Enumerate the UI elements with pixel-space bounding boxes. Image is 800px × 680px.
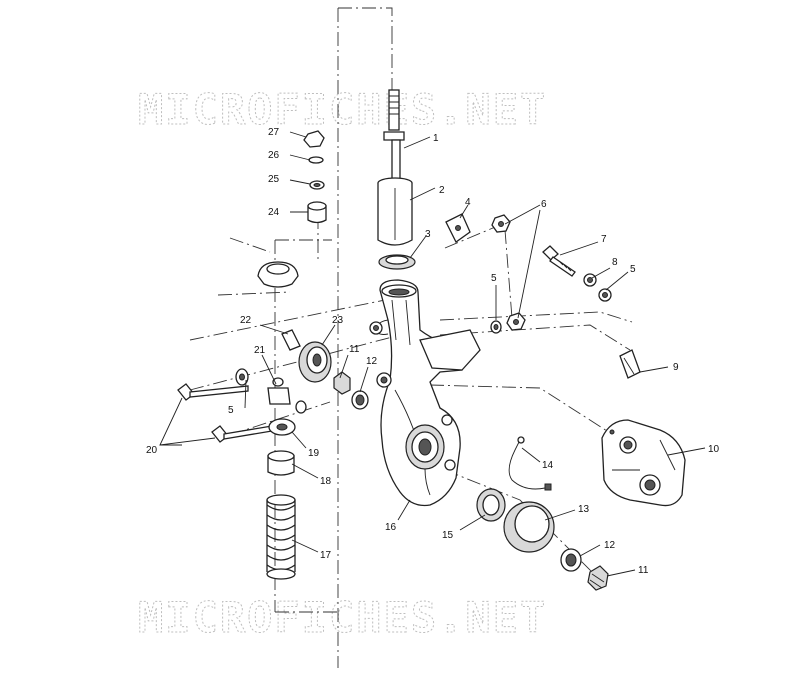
label-14: 14: [542, 460, 554, 471]
part-22-stud: [281, 329, 301, 351]
label-7: 7: [601, 234, 607, 245]
part-16-steering-knuckle: [369, 279, 481, 507]
spring-upper-seat: [257, 261, 299, 288]
part-21-nut: [267, 377, 307, 414]
label-23: 23: [332, 315, 344, 326]
part-labels: 1 2 3 4 5 6 7 8 5 9 10 11 12 13 14 15 16…: [146, 127, 720, 576]
part-12-bearing-right: [560, 548, 582, 572]
label-20: 20: [146, 445, 158, 456]
label-10: 10: [708, 444, 720, 455]
label-12b: 12: [604, 540, 616, 551]
part-17-spring: [266, 494, 296, 580]
part-18-bushing: [267, 450, 295, 476]
part-14-sensor-wire: [508, 436, 552, 491]
watermark-top: MICROFICHES.NET: [138, 85, 547, 134]
part-8-lock-washer: [583, 273, 597, 287]
label-8: 8: [612, 257, 618, 268]
label-17: 17: [320, 550, 332, 561]
part-25-washer: [309, 180, 325, 190]
part-3-seal-ring: [378, 254, 416, 270]
part-12-bearing-left: [351, 390, 369, 410]
label-15: 15: [442, 530, 454, 541]
part-7-bolt: [542, 245, 576, 277]
label-3: 3: [425, 229, 431, 240]
label-2: 2: [439, 185, 445, 196]
part-15-seal: [476, 488, 506, 522]
label-21: 21: [254, 345, 266, 356]
label-16: 16: [385, 522, 397, 533]
label-22: 22: [240, 315, 252, 326]
part-11-nut-left: [333, 371, 351, 395]
label-5a: 5: [491, 273, 497, 284]
label-9: 9: [673, 362, 679, 373]
label-11a: 11: [349, 344, 360, 355]
part-24-bushing: [307, 201, 327, 224]
part-2-strut-tube: [377, 177, 413, 246]
label-13: 13: [578, 504, 590, 515]
part-26-washer: [308, 156, 324, 164]
label-12a: 12: [366, 356, 378, 367]
label-11b: 11: [638, 565, 649, 576]
part-9-brake-pad: [619, 349, 641, 379]
label-6: 6: [541, 199, 547, 210]
part-11-nut-right: [587, 565, 609, 591]
label-4: 4: [465, 197, 471, 208]
label-5b: 5: [630, 264, 636, 275]
label-19: 19: [308, 448, 320, 459]
label-1: 1: [433, 133, 439, 144]
part-23-bearing: [298, 341, 332, 383]
label-26: 26: [268, 150, 280, 161]
part-19-nut: [268, 418, 296, 436]
label-27: 27: [268, 127, 280, 138]
label-5c: 5: [228, 405, 234, 416]
part-4-bracket: [445, 213, 471, 243]
label-24: 24: [268, 207, 280, 218]
part-5-washers: [235, 288, 612, 386]
leader-lines: [159, 131, 706, 577]
part-27-nut: [303, 130, 325, 148]
part-6-nuts: [491, 214, 526, 331]
part-10-brake-caliper: [601, 419, 686, 507]
watermark-bottom: MICROFICHES.NET: [138, 593, 547, 642]
label-18: 18: [320, 476, 332, 487]
label-25: 25: [268, 174, 280, 185]
part-13-bearing-race: [503, 501, 555, 553]
part-20-bolts: [177, 383, 273, 443]
